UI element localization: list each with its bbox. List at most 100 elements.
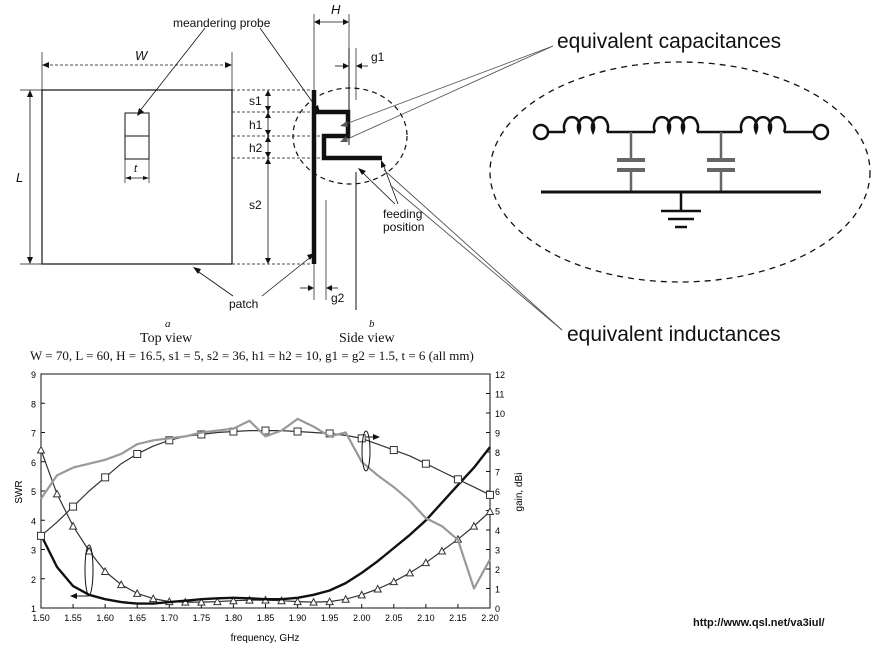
square-marker [421, 459, 430, 468]
label-top-view: Top view [140, 331, 193, 346]
triangle-marker [116, 580, 126, 589]
x-tick-label: 1.80 [225, 613, 243, 623]
triangle-marker [84, 546, 94, 555]
triangle-marker [100, 566, 110, 575]
right-series-marker-ellipse [361, 430, 371, 472]
left-series-marker-ellipse [84, 544, 94, 596]
y-left-tick-label: 3 [31, 546, 36, 556]
label-position: position [383, 220, 424, 234]
y-right-tick-label: 2 [495, 565, 500, 575]
triangle-marker [245, 595, 254, 604]
triangle-marker [293, 597, 302, 606]
triangle-marker [357, 590, 367, 599]
equivalent-circuit [489, 61, 871, 283]
series-line-0 [40, 449, 491, 603]
triangle-marker [229, 596, 238, 605]
chart-ylabel-left: SWR [14, 480, 25, 503]
y-right-tick-label: 8 [495, 448, 500, 458]
square-marker [37, 531, 45, 540]
label-H: H [331, 2, 341, 17]
diagram-labels: meandering probe W H L t g1 g2 s1 h1 h2 … [16, 2, 825, 629]
label-side-view: Side view [339, 331, 395, 346]
side-view-drawing [232, 14, 408, 310]
triangle-marker [309, 597, 318, 606]
square-marker [165, 436, 174, 445]
triangle-marker [469, 521, 479, 530]
x-tick-label: 2.15 [449, 613, 467, 623]
triangle-marker [405, 568, 415, 577]
x-tick-label: 1.70 [161, 613, 179, 623]
y-right-tick-label: 11 [495, 390, 504, 400]
square-marker [453, 475, 462, 484]
y-right-tick-label: 4 [495, 526, 500, 536]
y-right-tick-label: 1 [495, 585, 500, 595]
x-tick-label: 1.85 [257, 613, 275, 623]
y-right-tick-label: 5 [495, 507, 500, 517]
inductor-2-icon [652, 115, 700, 136]
triangle-marker [148, 594, 158, 603]
square-marker [486, 490, 494, 499]
y-right-tick-label: 3 [495, 546, 500, 556]
terminal-right-icon [812, 123, 830, 141]
x-tick-label: 1.50 [32, 613, 50, 623]
x-tick-label: 2.20 [481, 613, 499, 623]
chart-series [36, 417, 495, 606]
x-tick-label: 1.95 [321, 613, 339, 623]
y-left-tick-label: 5 [31, 487, 36, 497]
ground-icon [661, 209, 701, 229]
side-view-circle [292, 87, 408, 185]
y-right-tick-label: 0 [495, 604, 500, 614]
series-line-1 [39, 446, 491, 605]
triangle-marker [213, 597, 222, 606]
y-left-tick-label: 1 [31, 604, 36, 614]
triangle-marker [68, 521, 78, 530]
chart-ylabel-right: gain, dBi [514, 473, 525, 512]
dimension-caption: W = 70, L = 60, H = 16.5, s1 = 5, s2 = 3… [30, 348, 474, 363]
x-tick-label: 1.60 [96, 613, 114, 623]
y-left-tick-label: 2 [31, 575, 36, 585]
y-right-tick-label: 6 [495, 487, 500, 497]
label-sub-a: a [165, 318, 171, 330]
x-tick-label: 2.00 [353, 613, 371, 623]
triangle-marker [389, 577, 399, 586]
label-feeding: feeding [383, 207, 422, 221]
y-left-tick-label: 4 [31, 516, 36, 526]
y-left-tick-label: 8 [31, 399, 36, 409]
circuit-ellipse [489, 61, 871, 283]
credit-url: http://www.qsl.net/va3iul/ [693, 617, 825, 629]
label-meandering-probe: meandering probe [173, 16, 271, 30]
triangle-marker [325, 597, 334, 606]
triangle-marker [437, 546, 447, 555]
square-marker [133, 449, 142, 458]
square-marker [389, 446, 398, 455]
triangle-marker [197, 597, 206, 606]
y-left-tick-label: 7 [31, 429, 36, 439]
label-patch: patch [229, 297, 258, 311]
probe-side [316, 109, 382, 161]
label-h1: h1 [249, 118, 263, 132]
patch-rect [41, 89, 233, 265]
series-line-2 [40, 430, 491, 537]
square-marker [261, 426, 270, 435]
label-s1: s1 [249, 94, 262, 108]
square-marker [293, 427, 302, 436]
chart-xlabel: frequency, GHz [231, 633, 300, 644]
label-g1: g1 [371, 50, 385, 64]
callout-lines [340, 45, 563, 331]
y-left-tick-label: 9 [31, 370, 36, 380]
x-tick-label: 1.65 [128, 613, 146, 623]
callout-inductances: equivalent inductances [567, 323, 781, 346]
triangle-marker [277, 596, 286, 605]
inductor-1-icon [562, 115, 610, 136]
y-right-tick-label: 12 [495, 370, 505, 380]
label-s2: s2 [249, 198, 262, 212]
triangle-marker [52, 489, 62, 498]
triangle-marker [36, 445, 46, 454]
y-right-tick-label: 10 [495, 409, 505, 419]
x-tick-label: 2.10 [417, 613, 435, 623]
series-line-3 [40, 417, 491, 590]
x-tick-label: 2.05 [385, 613, 403, 623]
